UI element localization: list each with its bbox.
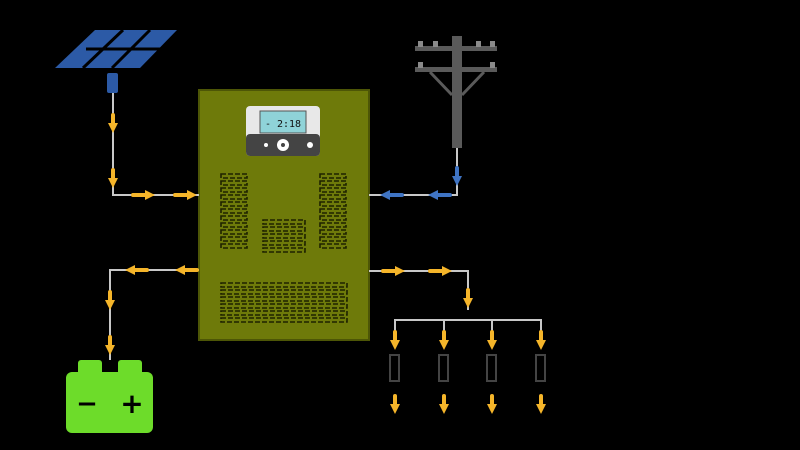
flow-arrow <box>108 168 118 188</box>
flow-arrow <box>105 290 115 310</box>
load-outlet-icon <box>486 354 497 382</box>
solar-panel-icon <box>55 28 177 93</box>
load-icons <box>389 354 546 382</box>
flow-arrow <box>381 266 405 276</box>
battery-plus-label: + <box>120 387 143 420</box>
flow-arrow <box>390 394 400 414</box>
inverter-icon: - 2:18 <box>198 89 370 341</box>
flow-arrow <box>439 330 449 350</box>
flow-arrow <box>380 190 404 200</box>
flow-arrow <box>125 265 149 275</box>
load-outlet-icon <box>389 354 400 382</box>
flow-arrow <box>173 190 197 200</box>
flow-arrows <box>105 113 546 414</box>
flow-arrow <box>487 330 497 350</box>
utility-pole-icon <box>415 36 497 148</box>
flow-arrow <box>463 288 473 308</box>
flow-arrow <box>428 266 452 276</box>
flow-arrow <box>439 394 449 414</box>
flow-arrow <box>108 113 118 133</box>
flow-arrow <box>487 394 497 414</box>
inverter-display-text: - 2:18 <box>265 119 301 130</box>
flow-arrow <box>131 190 155 200</box>
flow-arrow <box>390 330 400 350</box>
battery-icon: − + <box>66 360 153 433</box>
flow-arrow <box>452 166 462 186</box>
flow-arrow <box>105 335 115 355</box>
load-outlet-icon <box>438 354 449 382</box>
battery-minus-label: − <box>76 389 98 419</box>
flow-arrow <box>536 394 546 414</box>
flow-arrow <box>175 265 199 275</box>
load-outlet-icon <box>535 354 546 382</box>
flow-arrow <box>428 190 452 200</box>
flow-arrow <box>536 330 546 350</box>
